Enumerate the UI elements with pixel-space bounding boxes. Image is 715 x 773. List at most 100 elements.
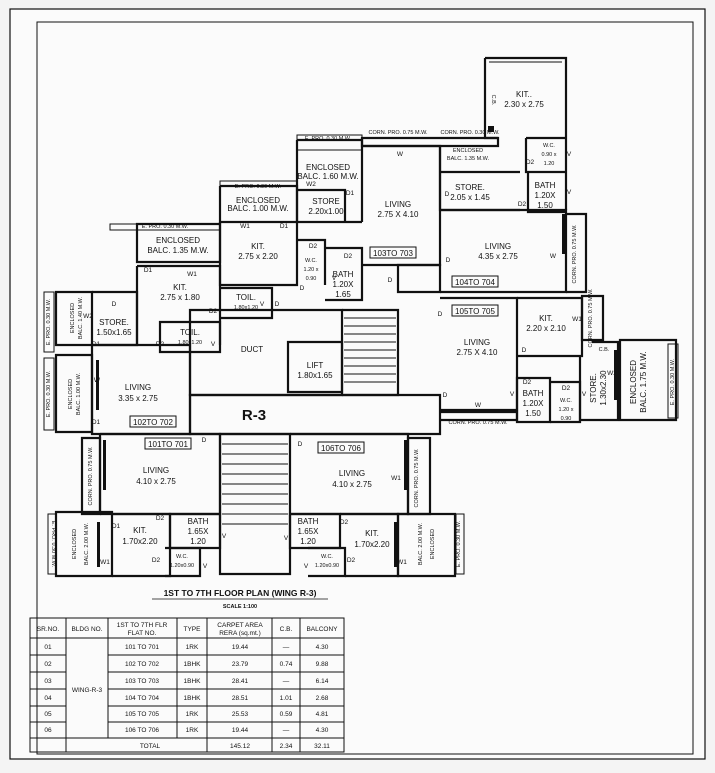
table-cell: 4.81: [316, 711, 329, 718]
mark: D: [446, 257, 451, 264]
encl-balc-135-name: ENCLOSED: [453, 148, 483, 154]
corn-pro-705b-label: CORN. PRO. 0.75 M.W.: [449, 420, 508, 426]
table-cell: 28.51: [232, 695, 249, 702]
e-pro-side-5: E. PRO. 0.30 M.W.: [456, 520, 462, 567]
living-703-size: 2.75 X 4.10: [378, 210, 419, 219]
flat-703-label: 103TO 703: [373, 249, 413, 258]
mark: D2: [209, 308, 218, 315]
table-cell: 1BHK: [184, 695, 202, 702]
cb2-label: C.B.: [599, 347, 610, 353]
table-bldg-cell: WING-R-3: [72, 687, 103, 694]
corn-pro-label-2: CORN. PRO. 0.30 M.W.: [441, 130, 500, 136]
encl-balc-200b-size: BALC. 2.00 M.W.: [418, 522, 424, 565]
mark: D: [275, 301, 280, 308]
kit-705-name: KIT.: [539, 314, 553, 323]
mark: D: [443, 392, 448, 399]
toil-a-name: TOIL.: [236, 293, 256, 302]
store-220-size: 2.20x1.00: [308, 207, 344, 216]
bath-703-size2: 1.65: [335, 290, 351, 299]
table-total-cell: 32.11: [314, 743, 330, 750]
mark: D: [112, 301, 117, 308]
living-701-size: 4.10 x 2.75: [136, 477, 176, 486]
plan-scale: SCALE 1:100: [223, 604, 257, 610]
encl-balc-175-name: ENCLOSED: [629, 360, 638, 404]
e-pro-label-b: E. PRO. 0.30 M.W.: [235, 184, 282, 190]
kit-703-size: 2.75 x 2.20: [238, 252, 278, 261]
living-702-size: 3.35 x 2.75: [118, 394, 158, 403]
mark: V: [260, 301, 265, 308]
mark: D2: [562, 385, 571, 392]
store-130-name: STORE.: [589, 373, 598, 403]
table-cell: 105 TO 705: [125, 711, 159, 718]
table-cell: 19.44: [232, 727, 249, 734]
e-pro-side-3: E. PRO. 0.30 M.W.: [46, 370, 52, 417]
mark: W: [475, 402, 482, 409]
table-header-cell: SR.NO.: [37, 626, 60, 633]
bath-704-size2: 1.50: [537, 201, 553, 210]
mark: D2: [518, 201, 527, 208]
mark: W: [94, 377, 101, 384]
encl-balc-140-name: ENCLOSED: [70, 303, 76, 333]
encl-balc-135b-name: ENCLOSED: [156, 236, 200, 245]
table-cell: 9.88: [316, 661, 329, 668]
table-cell: 1BHK: [184, 661, 202, 668]
bath-703-size1: 1.20X: [333, 280, 355, 289]
wing-label: R-3: [242, 407, 266, 424]
encl-balc-100b-size: BALC. 1.00 M.W.: [76, 372, 82, 415]
wc-708-size1: 0.90 x: [542, 152, 557, 158]
kit-702-size: 2.75 x 1.80: [160, 293, 200, 302]
outer-border: [9, 8, 706, 760]
table-cell: 106 TO 706: [125, 727, 159, 734]
mark: D2: [526, 159, 535, 166]
mark: D: [522, 347, 527, 354]
toil-a-size: 1.80x1.20: [234, 305, 258, 311]
mark: D1: [92, 341, 101, 348]
mark: W1: [391, 475, 401, 482]
encl-balc-100b-name: ENCLOSED: [68, 379, 74, 409]
mark: W1: [240, 223, 250, 230]
table-total-cell: 145.12: [230, 743, 250, 750]
encl-balc-140-size: BALC. 1.40 M.W.: [78, 296, 84, 339]
table-cell: 1RK: [186, 711, 199, 718]
mark: W: [397, 151, 404, 158]
table-header-cell: BLDG NO.: [71, 626, 102, 633]
table-header-cell: BALCONY: [306, 626, 338, 633]
mark: D: [438, 311, 443, 318]
corn-pro-701-label: CORN. PRO. 0.75 M.W.: [88, 446, 94, 505]
e-pro-label-a: E. PRO. 0.30 M.W.: [305, 136, 352, 142]
encl-balc-200b-name: ENCLOSED: [430, 529, 436, 559]
mark: V: [304, 563, 309, 570]
table-header-cell: TYPE: [184, 626, 202, 633]
wc-705-name: W.C.: [560, 398, 572, 404]
kit-706-size: 1.70x2.20: [354, 540, 390, 549]
duct-label: DUCT: [241, 345, 263, 354]
table-header-cell: 1ST TO 7TH FLR: [117, 622, 168, 629]
table-cell: 1RK: [186, 727, 199, 734]
kit-701-size: 1.70x2.20: [122, 537, 158, 546]
table-cell: 103 TO 703: [125, 678, 159, 685]
wc-706-name: W.C.: [321, 554, 333, 560]
wc-708-name: W.C.: [543, 143, 555, 149]
flat-706-label: 106TO 706: [321, 444, 361, 453]
table-header-cell: RERA (sq.mt.): [219, 630, 261, 637]
table-cell: 03: [44, 678, 52, 685]
wc-701-name: W.C.: [176, 554, 188, 560]
wc-701-size: 1.20x0.90: [170, 563, 194, 569]
walls: [43, 56, 679, 578]
e-pro-side-4: E. PRO. 0.30 M.W.: [50, 521, 56, 568]
flat-705-label: 105TO 705: [455, 307, 495, 316]
store-150-name: STORE.: [99, 318, 129, 327]
e-pro-label-c: E. PRO. 0.30 M.W.: [142, 224, 189, 230]
bath-706-size1: 1.65X: [298, 527, 320, 536]
mark: D2: [152, 557, 161, 564]
bath-704-name: BATH: [535, 181, 556, 190]
mark: D1: [346, 190, 355, 197]
table-cell: 19.44: [232, 644, 249, 651]
table-cell: 25.53: [232, 711, 249, 718]
toil-b-name: TOIL.: [180, 328, 200, 337]
table-cell: 6.14: [316, 678, 329, 685]
encl-balc-200-name: ENCLOSED: [72, 529, 78, 559]
